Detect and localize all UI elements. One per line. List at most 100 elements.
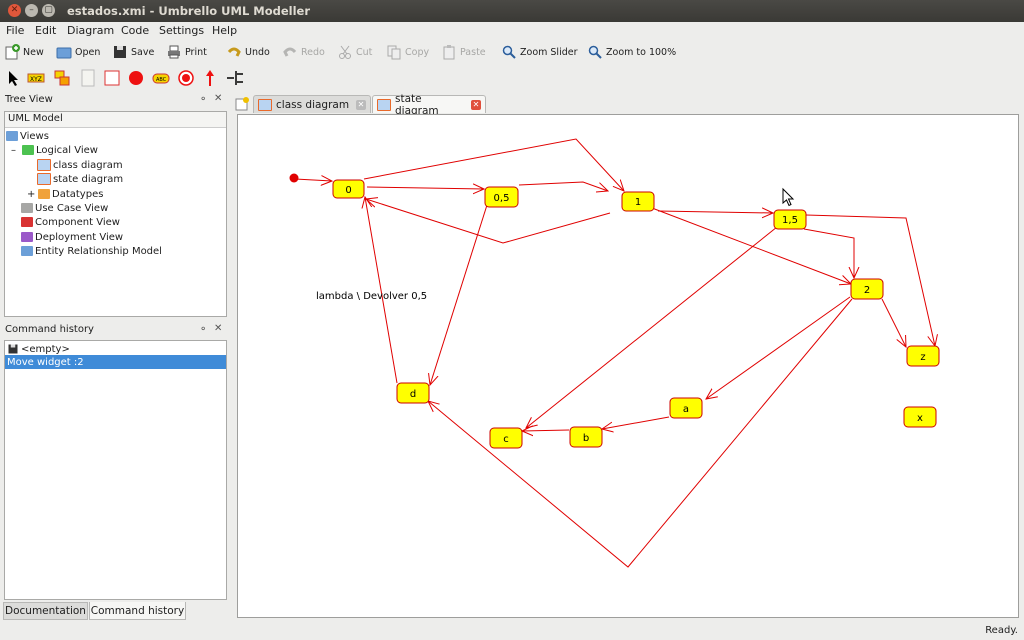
- state-x[interactable]: x: [903, 406, 937, 428]
- open-button[interactable]: Open: [56, 43, 100, 61]
- transition-2-d[interactable]: [428, 298, 853, 568]
- state-1-5[interactable]: 1,5: [773, 209, 807, 230]
- state-transition-icon[interactable]: [201, 69, 219, 87]
- state-a[interactable]: a: [669, 397, 703, 419]
- transition-0-1[interactable]: [363, 138, 624, 191]
- close-tab-icon[interactable]: ✕: [471, 99, 481, 110]
- logical-view-icon: [22, 145, 34, 155]
- redo-button[interactable]: Redo: [282, 43, 325, 61]
- close-tab-icon[interactable]: ✕: [356, 99, 366, 110]
- minimize-window-icon[interactable]: –: [25, 4, 38, 17]
- menu-help[interactable]: Help: [212, 24, 238, 37]
- transition-1-15[interactable]: [657, 211, 773, 213]
- text-line-icon[interactable]: XYZ: [27, 69, 45, 87]
- collapse-toggle-icon[interactable]: –: [11, 144, 16, 156]
- maximize-window-icon[interactable]: ▢: [42, 4, 55, 17]
- initial-state[interactable]: [289, 173, 299, 183]
- tree-item-views[interactable]: Views: [6, 129, 49, 143]
- state-label: d: [410, 389, 416, 400]
- close-panel-icon[interactable]: ✕: [214, 323, 223, 334]
- undo-button[interactable]: Undo: [226, 43, 270, 61]
- transition-label[interactable]: lambda \ Devolver 0,5: [316, 291, 427, 302]
- state-0-5[interactable]: 0,5: [484, 186, 519, 208]
- box-icon[interactable]: [103, 69, 121, 87]
- state-0[interactable]: 0: [332, 179, 365, 199]
- history-item-selected[interactable]: Move widget :2: [5, 355, 226, 369]
- transition-b-c[interactable]: [522, 430, 570, 431]
- menu-settings[interactable]: Settings: [159, 24, 205, 37]
- tree-item-label: Logical View: [36, 144, 98, 156]
- tree-item-deployment-view[interactable]: Deployment View: [21, 230, 123, 244]
- menu-bar: File Edit Diagram Code Settings Help: [0, 22, 1024, 39]
- tree-item-logical-view[interactable]: – Logical View: [11, 143, 98, 157]
- tree-item-label: state diagram: [53, 173, 124, 185]
- history-item[interactable]: <empty>: [7, 342, 70, 356]
- transition-05-1[interactable]: [518, 181, 608, 191]
- float-panel-icon[interactable]: ⚬: [199, 324, 208, 335]
- transition-1-0[interactable]: [366, 199, 611, 244]
- transition-d-0[interactable]: [365, 197, 398, 384]
- tree-item-component-view[interactable]: Component View: [21, 215, 120, 229]
- transition-2-z[interactable]: [881, 298, 906, 347]
- transition-1-2[interactable]: [651, 207, 851, 284]
- expand-toggle-icon[interactable]: +: [27, 188, 36, 200]
- undo-label: Undo: [245, 46, 270, 58]
- print-button[interactable]: Print: [166, 43, 207, 61]
- state-2[interactable]: 2: [850, 278, 884, 300]
- state-c[interactable]: c: [489, 427, 523, 449]
- anchor-icon[interactable]: [79, 69, 97, 87]
- transition-0-05[interactable]: [366, 187, 484, 189]
- paste-button[interactable]: Paste: [441, 43, 486, 61]
- save-button[interactable]: Save: [112, 43, 154, 61]
- tab-state-diagram[interactable]: state diagram ✕: [372, 93, 486, 117]
- copy-button[interactable]: Copy: [386, 43, 429, 61]
- menu-code[interactable]: Code: [121, 24, 150, 37]
- tree-item-datatypes[interactable]: +Datatypes: [27, 187, 103, 201]
- tab-class-diagram[interactable]: class diagram ✕: [253, 95, 371, 113]
- component-view-icon: [21, 217, 33, 227]
- state-label: c: [503, 434, 509, 445]
- tree-item-class-diagram[interactable]: class diagram: [37, 158, 123, 172]
- menu-edit[interactable]: Edit: [35, 24, 57, 37]
- close-window-icon[interactable]: ✕: [8, 4, 21, 17]
- new-button[interactable]: New: [4, 43, 44, 61]
- diagram-canvas[interactable]: 0 0,5 1 1,5 2 z x a b c d lambda \ Devol…: [237, 114, 1019, 618]
- float-panel-icon[interactable]: ⚬: [199, 94, 208, 105]
- transition-2-a[interactable]: [706, 296, 851, 399]
- state-b[interactable]: b: [569, 426, 603, 448]
- state-1[interactable]: 1: [621, 191, 655, 212]
- transition-15-2[interactable]: [803, 228, 854, 278]
- zoom-100-button[interactable]: Zoom to 100%: [587, 43, 676, 61]
- fork-join-icon[interactable]: [226, 69, 244, 87]
- menu-file[interactable]: File: [6, 24, 25, 37]
- tab-documentation[interactable]: Documentation: [3, 602, 88, 620]
- select-arrow-icon[interactable]: [5, 69, 23, 87]
- tree-item-use-case-view[interactable]: Use Case View: [21, 201, 108, 215]
- transition-15-z[interactable]: [805, 214, 935, 346]
- transition-05-d[interactable]: [430, 204, 488, 385]
- transition-15-c[interactable]: [526, 226, 778, 428]
- note-icon[interactable]: [53, 69, 71, 87]
- state-z[interactable]: z: [906, 345, 940, 367]
- tree-item-label: Entity Relationship Model: [35, 245, 162, 257]
- states: 0 0,5 1 1,5 2 z x a b c d: [332, 179, 940, 449]
- tree-item-entity-relationship[interactable]: Entity Relationship Model: [21, 244, 162, 258]
- open-label: Open: [75, 46, 101, 58]
- tab-command-history[interactable]: Command history: [89, 602, 186, 620]
- close-panel-icon[interactable]: ✕: [214, 93, 223, 104]
- end-state-icon[interactable]: [177, 69, 195, 87]
- tree-item-state-diagram[interactable]: state diagram: [37, 172, 123, 186]
- history-item-label: Move widget :2: [7, 356, 84, 368]
- state-icon[interactable]: ABC: [152, 69, 170, 87]
- zoom-slider-button[interactable]: Zoom Slider: [501, 43, 578, 61]
- state-d[interactable]: d: [396, 382, 430, 404]
- main-toolbar: New Open Save Print Undo Redo Cut Copy P…: [0, 39, 1024, 64]
- cut-button[interactable]: Cut: [337, 43, 372, 61]
- transition-initial-0[interactable]: [294, 179, 332, 181]
- initial-state-icon[interactable]: [127, 69, 145, 87]
- new-diagram-icon[interactable]: [235, 97, 249, 111]
- menu-diagram[interactable]: Diagram: [67, 24, 115, 37]
- tab-label: class diagram: [276, 98, 350, 111]
- magnifier-icon: [502, 45, 516, 59]
- transition-a-b[interactable]: [602, 416, 670, 429]
